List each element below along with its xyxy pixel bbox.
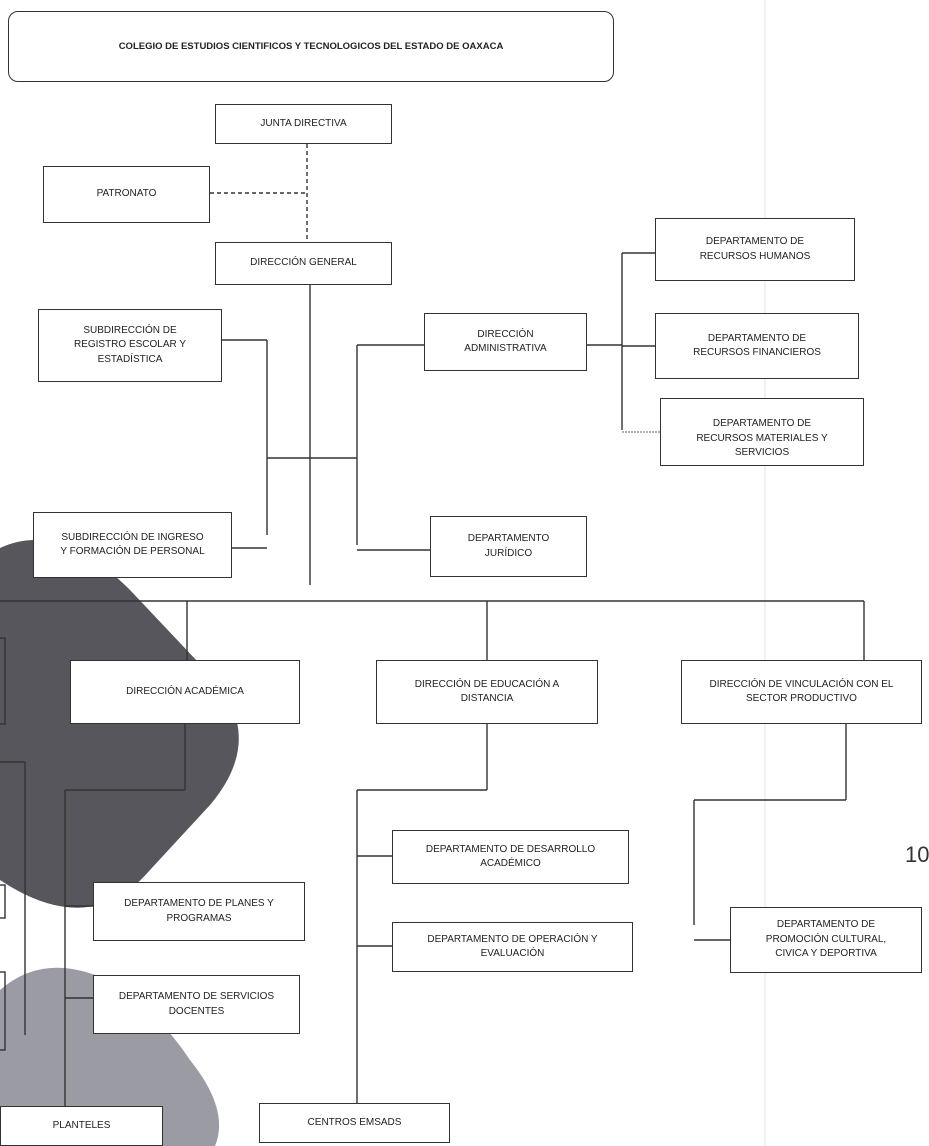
box-patronato: PATRONATO xyxy=(43,166,210,223)
box-junta-directiva: JUNTA DIRECTIVA xyxy=(215,104,392,144)
box-depto-recursos-humanos: DEPARTAMENTO DE RECURSOS HUMANOS xyxy=(655,218,855,281)
box-depto-promocion-cultural: DEPARTAMENTO DE PROMOCIÓN CULTURAL, CIVI… xyxy=(730,907,922,973)
box-depto-recursos-financieros: DEPARTAMENTO DE RECURSOS FINANCIEROS xyxy=(655,313,859,379)
org-title: COLEGIO DE ESTUDIOS CIENTIFICOS Y TECNOL… xyxy=(8,11,614,82)
box-planteles: PLANTELES xyxy=(0,1106,163,1146)
box-direccion-general: DIRECCIÓN GENERAL xyxy=(215,242,392,285)
box-direccion-academica: DIRECCIÓN ACADÉMICA xyxy=(70,660,300,724)
box-depto-desarrollo-academico: DEPARTAMENTO DE DESARROLLO ACADÉMICO xyxy=(392,830,629,884)
box-subdireccion-ingreso: SUBDIRECCIÓN DE INGRESO Y FORMACIÓN DE P… xyxy=(33,512,232,578)
box-depto-recursos-materiales: DEPARTAMENTO DE RECURSOS MATERIALES Y SE… xyxy=(660,398,864,466)
box-subdireccion-registro: SUBDIRECCIÓN DE REGISTRO ESCOLAR Y ESTAD… xyxy=(38,309,222,382)
box-direccion-vinculacion: DIRECCIÓN DE VINCULACIÓN CON EL SECTOR P… xyxy=(681,660,922,724)
box-centros-emsads: CENTROS EMSADS xyxy=(259,1103,450,1143)
box-direccion-administrativa: DIRECCIÓN ADMINISTRATIVA xyxy=(424,313,587,371)
box-depto-operacion-evaluacion: DEPARTAMENTO DE OPERACIÓN Y EVALUACIÓN xyxy=(392,922,633,972)
box-depto-juridico: DEPARTAMENTO JURÍDICO xyxy=(430,516,587,577)
box-direccion-educacion-distancia: DIRECCIÓN DE EDUCACIÓN A DISTANCIA xyxy=(376,660,598,724)
box-depto-servicios-docentes: DEPARTAMENTO DE SERVICIOS DOCENTES xyxy=(93,975,300,1034)
box-depto-planes-programas: DEPARTAMENTO DE PLANES Y PROGRAMAS xyxy=(93,882,305,941)
light-decorative-shape xyxy=(0,967,220,1146)
page-number: 10 xyxy=(905,842,929,867)
